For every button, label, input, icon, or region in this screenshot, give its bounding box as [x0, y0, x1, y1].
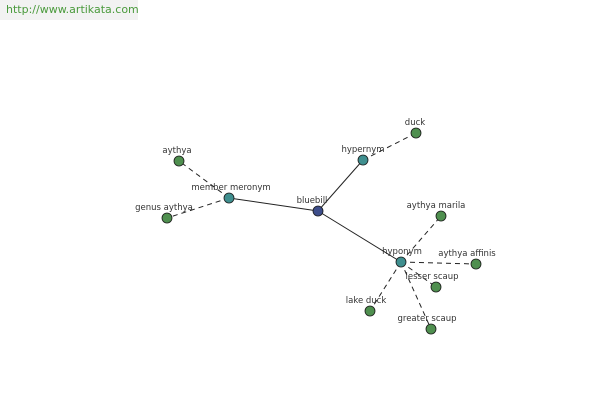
node-label-aythya-marila[interactable]: aythya marila	[407, 201, 466, 211]
node-duck[interactable]	[410, 127, 422, 139]
edge-bluebill-to-hyponym	[317, 210, 402, 263]
node-hyponym[interactable]	[395, 256, 407, 268]
edge-hypernym-to-duck	[362, 132, 417, 161]
edge-hyponym-to-lesser-scaup	[400, 261, 437, 288]
node-member-meronym[interactable]	[223, 192, 235, 204]
edge-hyponym-to-lake-duck	[369, 261, 402, 312]
node-label-duck[interactable]: duck	[405, 118, 425, 128]
node-aythya-marila[interactable]	[435, 210, 447, 222]
node-label-genus-aythya[interactable]: genus aythya	[135, 203, 193, 213]
node-genus-aythya[interactable]	[161, 212, 173, 224]
node-label-member-meronym[interactable]: member meronym	[191, 183, 270, 193]
node-bluebill[interactable]	[312, 205, 324, 217]
node-label-hyponym[interactable]: hyponym	[382, 247, 422, 257]
node-label-bluebill[interactable]: bluebill	[297, 196, 328, 206]
node-label-greater-scaup[interactable]: greater scaup	[398, 314, 457, 324]
node-lake-duck[interactable]	[364, 305, 376, 317]
edge-hyponym-to-aythya-marila	[400, 215, 442, 263]
edge-member-meronym-to-aythya	[178, 160, 230, 199]
edge-hyponym-to-greater-scaup	[400, 261, 432, 330]
node-label-hypernym[interactable]: hypernym	[341, 145, 384, 155]
labels-layer: bluebill member meronym hypernym hyponym ayt…	[135, 118, 496, 324]
node-aythya-affinis[interactable]	[470, 258, 482, 270]
artikata-link[interactable]: http://www.artikata.com	[0, 0, 139, 20]
node-greater-scaup[interactable]	[425, 323, 437, 335]
node-label-aythya-affinis[interactable]: aythya affinis	[438, 249, 496, 259]
node-hypernym[interactable]	[357, 154, 369, 166]
edge-bluebill-to-member-meronym	[228, 197, 319, 212]
edge-hyponym-to-aythya-affinis	[400, 261, 477, 265]
edges-layer	[166, 132, 477, 330]
edge-bluebill-to-hypernym	[317, 159, 364, 212]
nodes-layer	[161, 127, 482, 335]
node-label-lesser-scaup[interactable]: lesser scaup	[406, 272, 459, 282]
node-label-lake-duck[interactable]: lake duck	[346, 296, 387, 306]
edge-member-meronym-to-genus-aythya	[166, 197, 230, 219]
node-label-aythya[interactable]: aythya	[162, 146, 191, 156]
node-aythya[interactable]	[173, 155, 185, 167]
node-lesser-scaup[interactable]	[430, 281, 442, 293]
